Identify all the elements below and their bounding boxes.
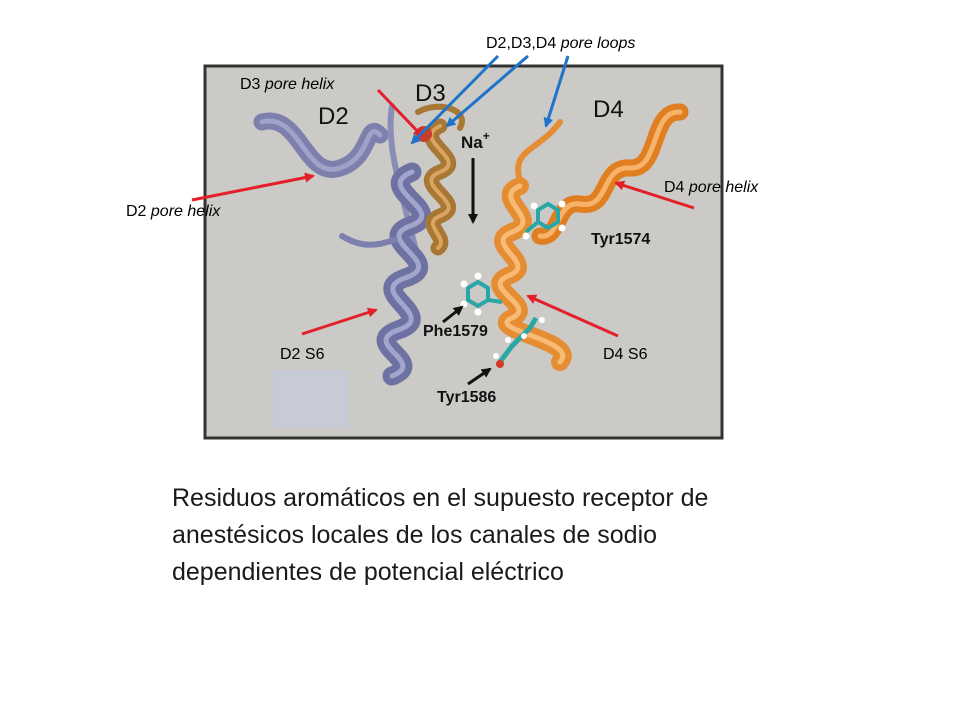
- tyr1574-residue: [522, 200, 566, 240]
- d2-pore-helix-arrow: [191, 172, 315, 202]
- pore-loop-arrow-d4: [543, 55, 570, 128]
- light-blue-patch: [273, 370, 349, 428]
- d3-domain-label: D3: [415, 80, 446, 107]
- na-ion-label: Na+: [461, 129, 490, 152]
- tyr1586-label: Tyr1586: [437, 389, 496, 406]
- d2-pore-helix-italic: pore helix: [150, 203, 221, 220]
- d2-s6-arrow: [301, 307, 378, 336]
- d4-pore-helix-prefix: D4: [664, 179, 689, 196]
- molecular-figure: D2 D3 D4 Na+ Tyr1574 Phe1579 Tyr1586: [191, 54, 724, 440]
- d2-pore-helix-label: D2 pore helix: [126, 204, 220, 220]
- phe1579-pointer-arrow: [442, 305, 464, 324]
- d3-pore-helix-italic: pore helix: [264, 76, 335, 93]
- slide-caption: Residuos aromáticos en el supuesto recep…: [172, 484, 709, 586]
- d2-pore-helix-prefix: D2: [126, 203, 151, 220]
- d4-domain-label: D4: [593, 96, 624, 123]
- na-ion-charge: +: [483, 129, 490, 143]
- tyr1586-residue: [493, 316, 545, 368]
- phe1579-residue: [460, 272, 503, 316]
- d2-domain-label: D2: [318, 103, 349, 130]
- pore-loop-arrow-d2: [410, 54, 500, 145]
- pore-loops-italic: pore loops: [560, 35, 636, 52]
- phe1579-label: Phe1579: [423, 323, 488, 340]
- tyr1586-pointer-arrow: [467, 367, 492, 386]
- d4-s6-label: D4 S6: [603, 346, 648, 363]
- pore-loop-arrow-d3: [445, 54, 529, 128]
- na-ion-symbol: Na: [461, 133, 483, 152]
- d3-pore-helix-prefix: D3: [240, 76, 265, 93]
- pore-loops-label: D2,D3,D4 pore loops: [486, 36, 635, 52]
- d3-pore-helix-arrow: [376, 88, 424, 138]
- tyr1574-label: Tyr1574: [591, 231, 650, 248]
- d2-helix: [253, 103, 432, 386]
- d3-pore-helix-label: D3 pore helix: [240, 77, 334, 93]
- d4-pore-helix-label: D4 pore helix: [664, 180, 758, 196]
- pore-loops-prefix: D2,D3,D4: [486, 35, 561, 52]
- d2-s6-label: D2 S6: [280, 346, 325, 363]
- d4-s6-arrow: [526, 294, 619, 338]
- d4-pore-helix-arrow: [614, 180, 695, 210]
- d4-pore-helix-italic: pore helix: [688, 179, 759, 196]
